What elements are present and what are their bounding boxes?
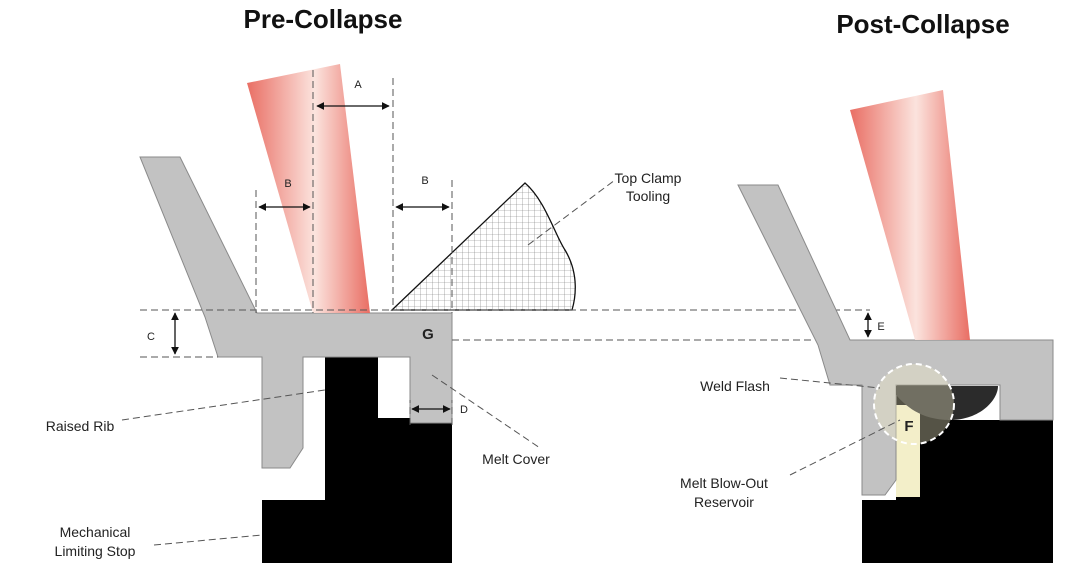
dimension-e-label: E: [877, 321, 884, 333]
top-clamp-label-line2: Tooling: [626, 188, 670, 204]
mechanical-stop-label-line1: Mechanical: [60, 524, 131, 540]
raised-rib-label: Raised Rib: [46, 418, 115, 434]
laser-beam: [247, 64, 370, 313]
top-clamp-tooling: [390, 182, 576, 311]
dimension-g-label: G: [422, 326, 434, 343]
dimension-c-label: C: [147, 331, 155, 343]
weld-flash-label: Weld Flash: [700, 378, 770, 394]
pre-collapse-title: Pre-Collapse: [244, 4, 403, 34]
weld-flash-melt: [896, 386, 998, 420]
reservoir-label-line1: Melt Blow-Out: [680, 475, 768, 491]
reservoir-highlight-circle: [873, 363, 955, 445]
top-clamp-label-line1: Top Clamp: [615, 170, 682, 186]
dimension-b-label-left: B: [284, 178, 291, 190]
mechanical-limiting-stop: [262, 357, 452, 563]
post-laser-beam: [850, 90, 970, 340]
melt-cover-label: Melt Cover: [482, 451, 550, 467]
mechanical-stop-label-line2: Limiting Stop: [55, 543, 136, 559]
reservoir-label-line2: Reservoir: [694, 494, 754, 510]
dimension-a-label: A: [354, 79, 362, 91]
post-collapse-title: Post-Collapse: [836, 9, 1009, 39]
dimension-d-label: D: [460, 404, 468, 416]
dimension-f-label: F: [904, 418, 913, 435]
dimension-b-label-right: B: [421, 175, 428, 187]
